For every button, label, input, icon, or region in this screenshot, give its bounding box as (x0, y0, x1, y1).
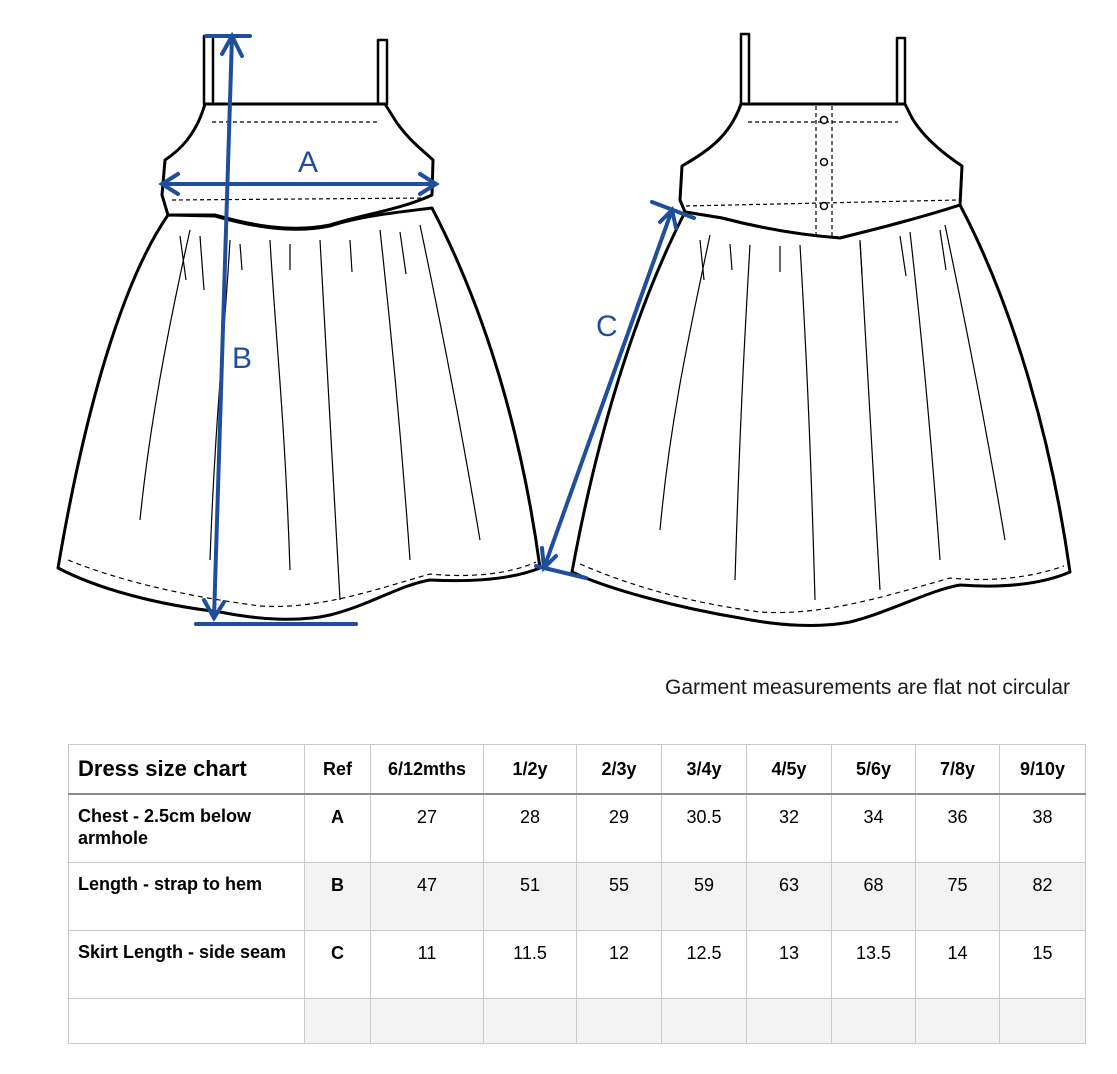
table-title: Dress size chart (68, 744, 305, 795)
table-cell (746, 997, 832, 1045)
table-row: Chest - 2.5cm below armhole A 27 28 29 3… (68, 793, 1086, 863)
table-cell: 36 (915, 793, 1000, 863)
size-header: 1/2y (483, 744, 577, 795)
size-header: 7/8y (915, 744, 1000, 795)
table-cell (304, 997, 371, 1045)
table-cell: 15 (999, 929, 1086, 999)
dress-back-drawing (570, 32, 1072, 627)
measurement-note: Garment measurements are flat not circul… (665, 676, 1070, 699)
table-cell: 14 (915, 929, 1000, 999)
measure-line-a (158, 172, 440, 196)
size-header: 5/6y (831, 744, 916, 795)
table-cell (576, 997, 662, 1045)
dress-front-details (67, 121, 537, 608)
row-label: Chest - 2.5cm below armhole (68, 793, 305, 863)
table-cell: 28 (483, 793, 577, 863)
table-cell: 75 (915, 861, 1000, 931)
table-cell (661, 997, 747, 1045)
row-ref: C (304, 929, 371, 999)
table-cell: 68 (831, 861, 916, 931)
measure-label-b: B (232, 342, 252, 375)
table-cell: 29 (576, 793, 662, 863)
table-cell (68, 997, 305, 1045)
row-label: Skirt Length - side seam (68, 929, 305, 999)
measure-label-a: A (298, 146, 318, 179)
table-cell: 11 (370, 929, 484, 999)
table-cell: 27 (370, 793, 484, 863)
row-ref: A (304, 793, 371, 863)
table-cell: 51 (483, 861, 577, 931)
ref-header: Ref (304, 744, 371, 795)
table-cell (999, 997, 1086, 1045)
table-row: Skirt Length - side seam C 11 11.5 12 12… (68, 929, 1086, 999)
table-cell: 63 (746, 861, 832, 931)
table-cell (370, 997, 484, 1045)
row-ref: B (304, 861, 371, 931)
measure-line-b (194, 31, 358, 626)
table-cell: 38 (999, 793, 1086, 863)
size-header: 2/3y (576, 744, 662, 795)
dress-illustration: A B C (56, 31, 1072, 627)
table-cell: 13.5 (831, 929, 916, 999)
table-cell: 82 (999, 861, 1086, 931)
table-cell: 34 (831, 793, 916, 863)
row-label: Length - strap to hem (68, 861, 305, 931)
dress-front-drawing (56, 34, 542, 621)
table-cell: 55 (576, 861, 662, 931)
table-cell: 12 (576, 929, 662, 999)
table-row: Length - strap to hem B 47 51 55 59 63 6… (68, 861, 1086, 931)
measure-label-c: C (596, 310, 618, 343)
table-cell (831, 997, 916, 1045)
size-header: 6/12mths (370, 744, 484, 795)
table-cell: 47 (370, 861, 484, 931)
table-cell: 32 (746, 793, 832, 863)
size-header: 3/4y (661, 744, 747, 795)
size-header: 4/5y (746, 744, 832, 795)
measure-line-c (534, 200, 696, 580)
table-cell: 59 (661, 861, 747, 931)
table-row-empty (68, 997, 1086, 1045)
table-header-row: Dress size chart Ref 6/12mths 1/2y 2/3y … (68, 744, 1086, 795)
back-buttons (819, 115, 829, 211)
table-cell (483, 997, 577, 1045)
table-cell: 13 (746, 929, 832, 999)
table-cell (915, 997, 1000, 1045)
table-cell: 11.5 (483, 929, 577, 999)
table-cell: 30.5 (661, 793, 747, 863)
size-header: 9/10y (999, 744, 1086, 795)
table-cell: 12.5 (661, 929, 747, 999)
size-chart-table: Dress size chart Ref 6/12mths 1/2y 2/3y … (68, 744, 1086, 1045)
